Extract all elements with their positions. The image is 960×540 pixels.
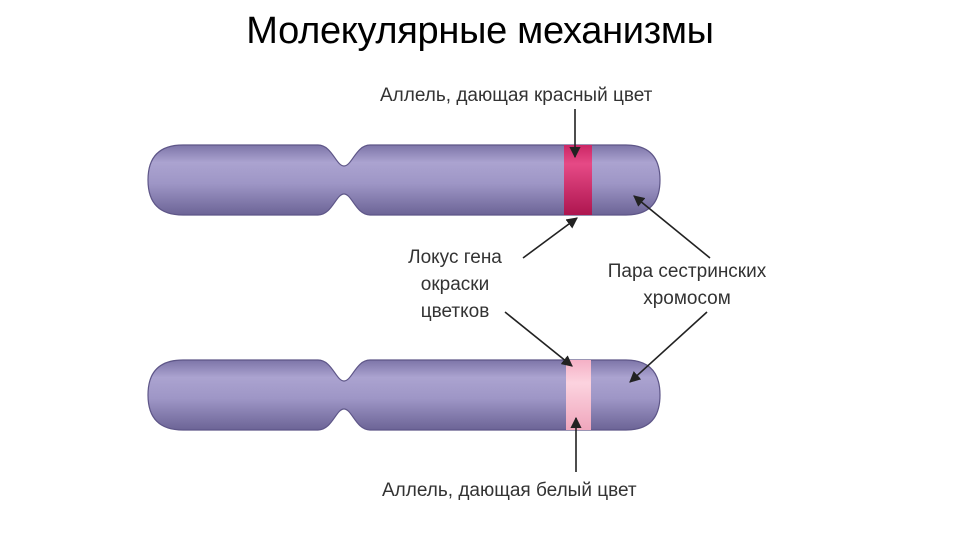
arrow-locus-top xyxy=(522,217,578,259)
chromosome-bottom xyxy=(147,359,661,431)
arrow-sister-top xyxy=(633,195,711,259)
arrow-locus-bottom xyxy=(504,311,573,367)
red-allele-band xyxy=(564,145,592,215)
label-sister-chromosomes: Пара сестринских хромосом xyxy=(592,258,782,312)
chromosome-top xyxy=(147,144,661,216)
label-white-allele: Аллель, дающая белый цвет xyxy=(382,480,637,501)
label-sisters-line-1: Пара сестринских xyxy=(607,261,767,282)
arrow-sister-bottom xyxy=(629,311,708,383)
label-sisters-line-2: хромосом xyxy=(643,288,731,309)
chromosome-top-body xyxy=(147,144,661,216)
chromosome-bottom-body xyxy=(147,359,661,431)
label-locus-line-3: цветков xyxy=(420,301,490,322)
label-locus-line-2: окраски xyxy=(420,274,490,295)
label-locus: Локус гена окраски цветков xyxy=(390,244,520,325)
label-red-allele: Аллель, дающая красный цвет xyxy=(380,85,653,106)
page-title: Молекулярные механизмы xyxy=(246,10,714,52)
label-locus-line-1: Локус гена xyxy=(408,247,502,268)
white-allele-band xyxy=(566,360,591,430)
